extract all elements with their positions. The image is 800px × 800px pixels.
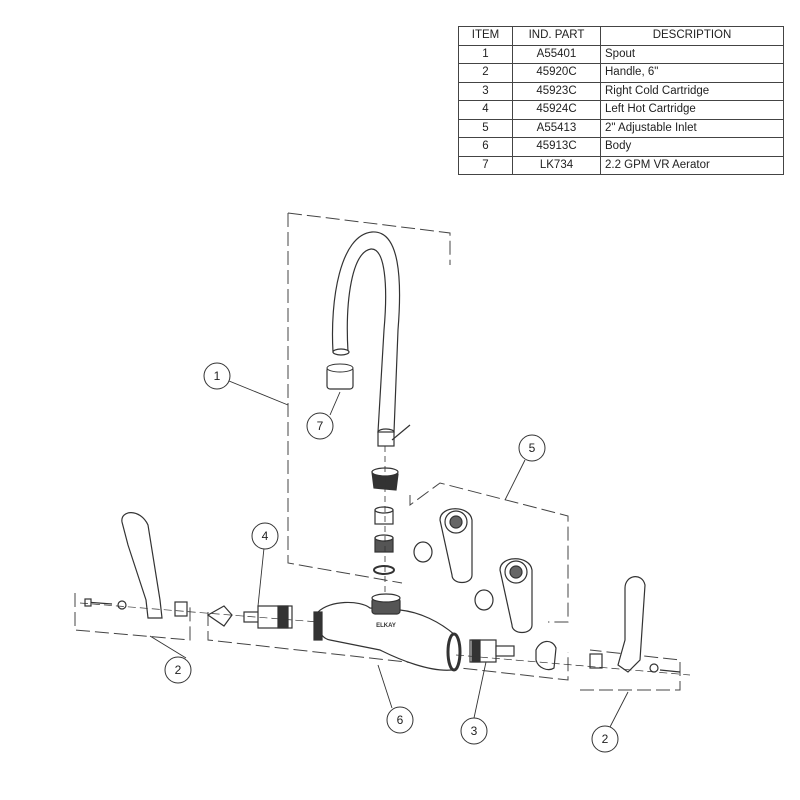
faucet-body: ELKAY: [313, 593, 462, 672]
callout-7: 7: [306, 412, 334, 440]
callout-number: 2: [175, 663, 182, 677]
adjustable-inlets: [413, 508, 533, 634]
callout-1: 1: [203, 362, 231, 390]
callout-2-right: 2: [591, 725, 619, 753]
leader-lines: [149, 380, 629, 728]
left-handle: [84, 512, 188, 619]
callout-4: 4: [251, 522, 279, 550]
callout-number: 6: [397, 713, 404, 727]
spout-boundary-left: [287, 213, 403, 584]
part-cell: LK734: [512, 155, 601, 175]
aerator: [326, 363, 354, 390]
description-cell: Handle, 6": [600, 63, 784, 83]
spout: [331, 231, 411, 447]
inlet-boundary: [409, 482, 569, 623]
right-handle: [589, 576, 681, 673]
description-cell: 2.2 GPM VR Aerator: [600, 155, 784, 175]
callout-3: 3: [460, 717, 488, 745]
group-boundaries: [74, 212, 681, 691]
right-cartridge: [469, 639, 557, 671]
callout-6: 6: [386, 706, 414, 734]
part-cell: A55413: [512, 118, 601, 138]
description-cell: 2" Adjustable Inlet: [600, 118, 784, 138]
spout-boundary: [287, 212, 451, 265]
callout-2-left: 2: [164, 656, 192, 684]
callout-number: 1: [214, 369, 221, 383]
callout-number: 7: [317, 419, 324, 433]
description-cell: Left Hot Cartridge: [600, 100, 784, 120]
part-cell: 45913C: [512, 137, 601, 157]
centerlines: [79, 602, 691, 676]
callout-number: 3: [471, 724, 478, 738]
body-logo: ELKAY: [376, 623, 396, 629]
body-boundary: [207, 612, 569, 681]
spout-nut-stack: [371, 446, 399, 600]
callout-5: 5: [518, 434, 546, 462]
callout-number: 5: [529, 441, 536, 455]
callout-number: 2: [602, 732, 609, 746]
description-cell: Body: [600, 137, 784, 157]
callout-number: 4: [262, 529, 269, 543]
left-handle-boundary: [74, 593, 191, 641]
left-cartridge: [206, 605, 293, 629]
